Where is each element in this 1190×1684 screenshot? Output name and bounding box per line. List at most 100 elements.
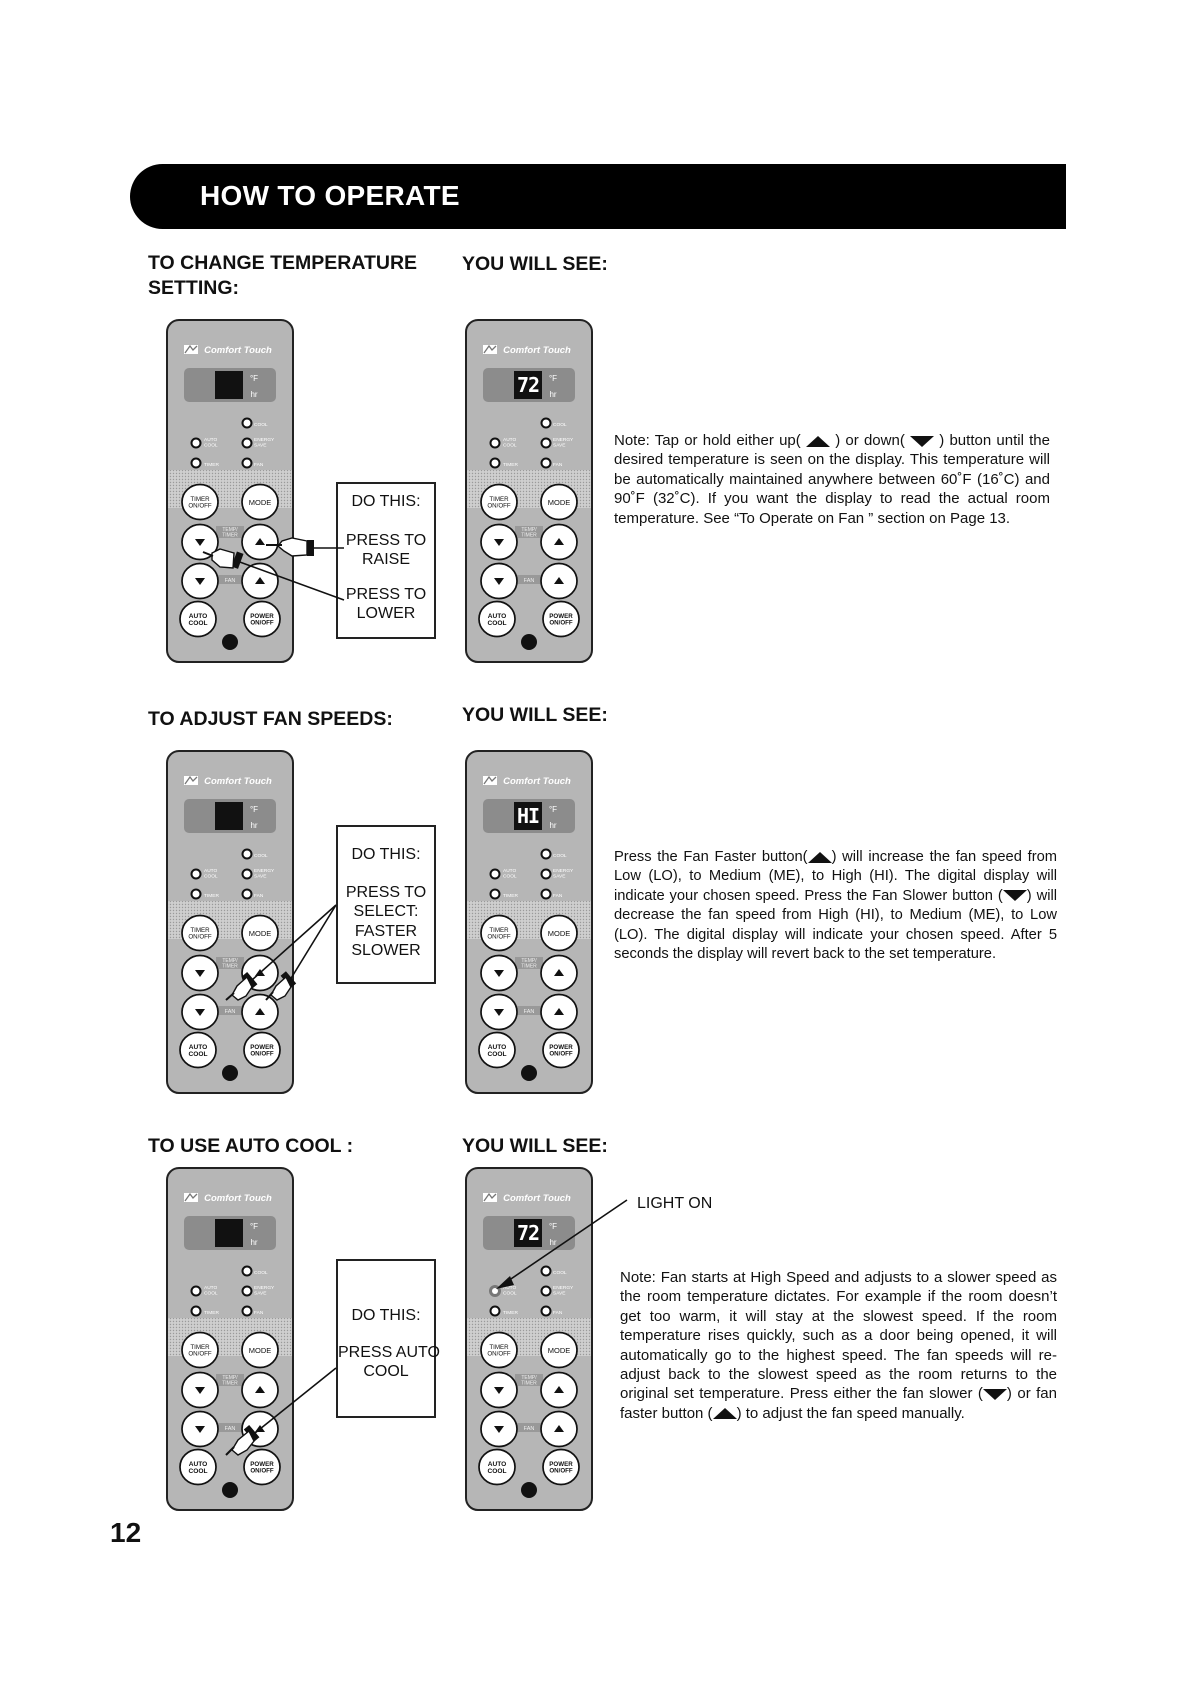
button-label: MODE	[548, 498, 571, 507]
up-arrow-icon	[554, 1008, 564, 1015]
brand-logo-icon	[483, 776, 497, 785]
timer-onoff-button[interactable]	[181, 914, 219, 952]
button-label: ON/OFF	[487, 1351, 511, 1358]
strip-label: TEMP/	[222, 527, 238, 533]
up-arrow-icon	[255, 538, 265, 545]
cool-indicator	[540, 417, 552, 429]
down-arrow-icon	[494, 1426, 504, 1433]
pointing-hand-icon	[266, 537, 314, 557]
auto-cool-button[interactable]	[179, 600, 217, 638]
indicator-label: AUTO	[204, 868, 218, 874]
timer-onoff-button[interactable]	[480, 1331, 518, 1369]
unit-label: hr	[250, 1238, 257, 1247]
down-arrow-icon	[494, 539, 504, 546]
button-label: ON/OFF	[250, 620, 274, 627]
instruction-line: COOL	[363, 1363, 409, 1380]
pointer-line	[289, 904, 337, 981]
strip-label: FAN	[225, 578, 236, 584]
instruction-line: PRESS TO	[345, 883, 427, 901]
indicator-label: COOL	[204, 873, 218, 879]
auto-cool-button[interactable]	[478, 1448, 516, 1486]
power-onoff-button[interactable]	[542, 600, 580, 638]
down-arrow-icon	[195, 578, 205, 585]
mode-button[interactable]	[540, 483, 578, 521]
mode-button[interactable]	[540, 914, 578, 952]
auto-cool-indicator	[190, 437, 202, 449]
auto-cool-indicator	[489, 868, 501, 880]
auto-cool-button[interactable]	[179, 1448, 217, 1486]
fan-indicator	[241, 1305, 253, 1317]
strip-label: TIMER	[222, 533, 238, 539]
power-onoff-button[interactable]	[542, 1031, 580, 1069]
pointing-hand-icon	[225, 1424, 260, 1456]
instruction-box-2: DO THIS: PRESS TO SELECT: FASTER SLOWER	[336, 825, 436, 984]
instruction-box-3: DO THIS: PRESS AUTO COOL	[336, 1259, 440, 1418]
down-arrow-icon	[494, 578, 504, 585]
down-arrow-icon	[982, 1388, 1007, 1400]
brand-logo	[483, 775, 497, 785]
indicator-label: ENERGY	[553, 868, 574, 874]
down-arrow-icon	[195, 1426, 205, 1433]
strip-label: TEMP/	[222, 958, 238, 964]
up-arrow-icon	[255, 1008, 265, 1015]
arrowhead-icon	[496, 1276, 514, 1289]
brand-logo-icon	[483, 345, 497, 354]
up-arrow-icon	[255, 577, 265, 584]
power-onoff-button[interactable]	[243, 600, 281, 638]
button-label: AUTO	[189, 1461, 208, 1468]
heading-you-will-see-3: YOU WILL SEE:	[462, 1135, 608, 1157]
cool-indicator	[540, 848, 552, 860]
instruction-line: LOWER	[356, 605, 416, 622]
energy-save-indicator	[241, 868, 253, 880]
button-label: AUTO	[488, 613, 507, 620]
indicator-label: FAN	[254, 462, 264, 468]
unit-label: °F	[250, 374, 258, 383]
label-strip	[216, 1423, 244, 1432]
instruction-line: DO THIS:	[351, 846, 421, 863]
timer-onoff-button[interactable]	[480, 914, 518, 952]
brand-logo-icon	[184, 1193, 198, 1202]
auto-cool-button[interactable]	[478, 600, 516, 638]
mode-button[interactable]	[241, 483, 279, 521]
auto-cool-button[interactable]	[179, 1031, 217, 1069]
digital-display	[514, 802, 542, 830]
cool-indicator	[241, 848, 253, 860]
down-arrow-icon	[494, 1387, 504, 1394]
up-arrow-icon	[554, 577, 564, 584]
down-arrow-icon	[1002, 890, 1027, 902]
auto-cool-button[interactable]	[478, 1031, 516, 1069]
brand-logo	[184, 775, 198, 785]
timer-onoff-button[interactable]	[480, 483, 518, 521]
indicator-label: SAVE	[553, 1290, 565, 1296]
label-strip	[515, 1423, 543, 1432]
energy-save-indicator	[241, 1285, 253, 1297]
display-value: 72	[517, 1221, 539, 1245]
pointing-hand-icon	[265, 971, 297, 1001]
timer-onoff-button[interactable]	[181, 483, 219, 521]
button-label: MODE	[249, 498, 272, 507]
page-number: 12	[110, 1517, 142, 1548]
digital-display	[215, 371, 243, 399]
power-onoff-button[interactable]	[243, 1448, 281, 1486]
power-onoff-button[interactable]	[243, 1031, 281, 1069]
indicator-label: FAN	[254, 893, 264, 899]
mode-button[interactable]	[241, 1331, 279, 1369]
indicator-label: AUTO	[503, 1285, 517, 1291]
cool-indicator	[241, 1265, 253, 1277]
button-label: ON/OFF	[487, 934, 511, 941]
energy-save-indicator	[540, 868, 552, 880]
mode-button[interactable]	[540, 1331, 578, 1369]
strip-label: FAN	[524, 578, 535, 584]
mode-button[interactable]	[241, 914, 279, 952]
up-arrow-icon	[807, 851, 832, 863]
button-label: MODE	[548, 929, 571, 938]
button-label: COOL	[188, 1468, 207, 1475]
indicator-label: COOL	[503, 1290, 517, 1296]
power-onoff-button[interactable]	[542, 1448, 580, 1486]
button-label: TIMER	[190, 1344, 210, 1351]
digital-display	[514, 1219, 542, 1247]
timer-onoff-button[interactable]	[181, 1331, 219, 1369]
indicator-label: COOL	[553, 853, 567, 859]
